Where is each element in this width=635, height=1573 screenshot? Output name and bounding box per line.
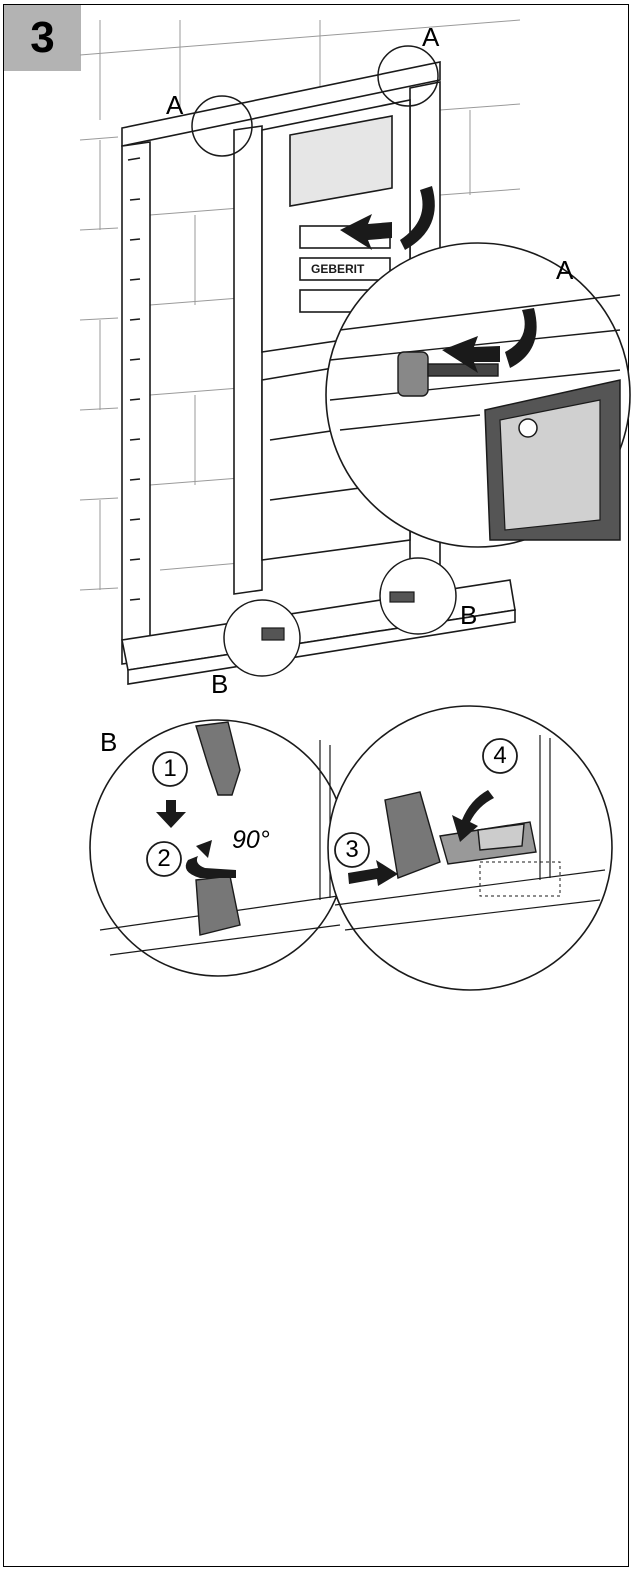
callout-a-top-left: A: [166, 90, 184, 120]
brand-label: GEBERIT: [311, 262, 365, 276]
callout-a-detail: A: [556, 255, 574, 285]
detail-push-arrow-icon: [442, 308, 537, 373]
dashed-outline-icon: [479, 861, 561, 897]
page-frame: [3, 4, 629, 1567]
step-number-1: 1: [163, 755, 177, 782]
curved-down-arrow-icon: [452, 790, 494, 842]
callout-b-right: B: [460, 600, 478, 630]
push-arrow-icon: [340, 186, 435, 250]
callout-circle-b-right: [379, 557, 457, 635]
anchor-bolt-icon: [397, 351, 499, 397]
down-arrow-icon: [156, 800, 186, 828]
rotation-label: 90°: [232, 826, 270, 854]
right-arrow-icon: [348, 860, 398, 886]
callout-circle-a-right: [377, 45, 439, 107]
bracket-b-right-icon: [389, 591, 415, 603]
callout-circle-a-left: [191, 95, 253, 157]
step-number-2: 2: [157, 845, 171, 872]
step-number-4: 4: [493, 742, 507, 769]
bracket-b-left-icon: [261, 627, 285, 641]
detail-b-right-magnifier: [327, 705, 613, 991]
step-circle-1: [152, 751, 188, 787]
detail-b-left-magnifier: [89, 719, 347, 977]
step-circle-2: [146, 841, 182, 877]
step-number-3: 3: [345, 836, 359, 863]
step-circle-4: [482, 738, 518, 774]
step-number: 3: [30, 13, 55, 62]
step-number-box: 3: [4, 5, 81, 71]
step-circle-3: [334, 832, 370, 868]
clip-insert-icon: [384, 791, 441, 879]
callout-a-top-right: A: [422, 22, 440, 52]
detail-a-magnifier: [325, 242, 631, 548]
rotate-arrow-icon: [185, 840, 236, 878]
callout-b-bottom: B: [211, 669, 229, 699]
clip-top-icon: [195, 721, 241, 796]
step-circles: [146, 738, 518, 877]
detail-b-label: B: [100, 727, 118, 757]
wall-tiles: [79, 19, 521, 591]
